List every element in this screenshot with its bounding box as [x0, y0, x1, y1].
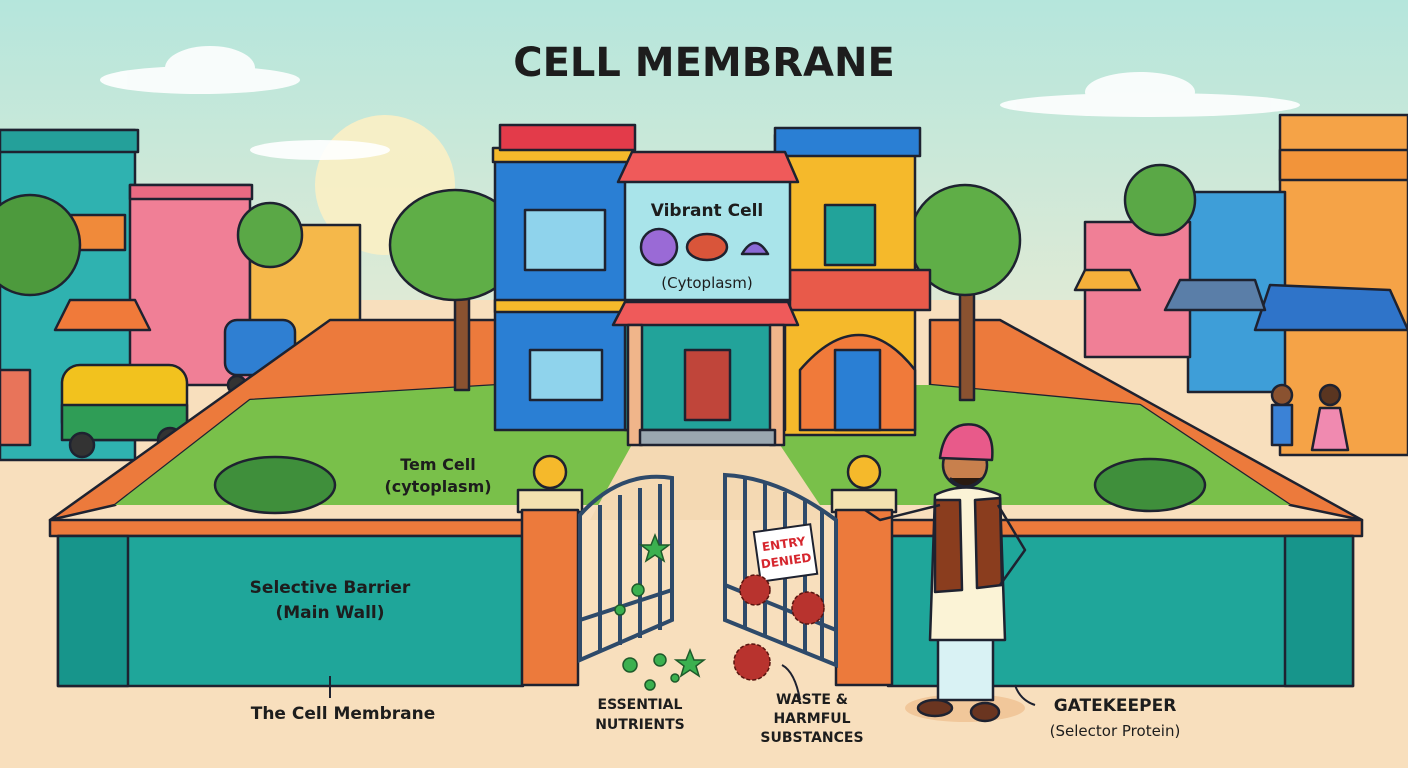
- nucleus-icon: [639, 227, 679, 267]
- nutrients-label-2: NUTRIENTS: [595, 717, 685, 733]
- harmful-particles: [733, 574, 825, 681]
- membrane-label: The Cell Membrane: [251, 704, 436, 724]
- gatekeeper-figure: [864, 423, 1027, 723]
- waste-label-2: HARMFUL: [773, 711, 850, 727]
- entry-denied-sign: ENTRY DENIED: [752, 523, 819, 583]
- waste-pointer: [781, 664, 801, 701]
- mitochondria-icon: [685, 232, 729, 262]
- gatekeeper-pointer: [1014, 684, 1036, 706]
- left-street-buildings: [0, 128, 362, 462]
- vibrant-cell-sublabel: (Cytoplasm): [661, 274, 752, 292]
- clouds: [100, 46, 1300, 160]
- sign-text-1: ENTRY: [761, 534, 807, 554]
- tem-cell-label: Tem Cell: [400, 455, 475, 474]
- waste-label-1: WASTE &: [776, 692, 848, 708]
- gate-pillars: [516, 454, 898, 687]
- waste-label-3: SUBSTANCES: [760, 730, 863, 746]
- tem-cell-sublabel: (cytoplasm): [384, 477, 491, 496]
- ribosome-icon: [740, 241, 770, 256]
- barrier-label: Selective Barrier: [250, 578, 411, 598]
- gatekeeper-sublabel: (Selector Protein): [1050, 722, 1181, 740]
- path: [590, 430, 830, 520]
- front-wall: [48, 518, 1364, 688]
- vibrant-cell-label: Vibrant Cell: [651, 201, 764, 221]
- gatekeeper-label: GATEKEEPER: [1054, 696, 1177, 716]
- nutrients-label-1: ESSENTIAL: [598, 697, 683, 713]
- gate: [578, 472, 838, 668]
- auto-rickshaw: [60, 318, 297, 459]
- barrier-sublabel: (Main Wall): [275, 603, 384, 623]
- nutrient-particles: [614, 532, 707, 691]
- vibrant-cell-house: [491, 123, 932, 447]
- page-title: CELL MEMBRANE: [513, 40, 895, 86]
- children: [1270, 383, 1350, 452]
- trees: [213, 183, 1207, 515]
- right-street-buildings: [1073, 113, 1408, 457]
